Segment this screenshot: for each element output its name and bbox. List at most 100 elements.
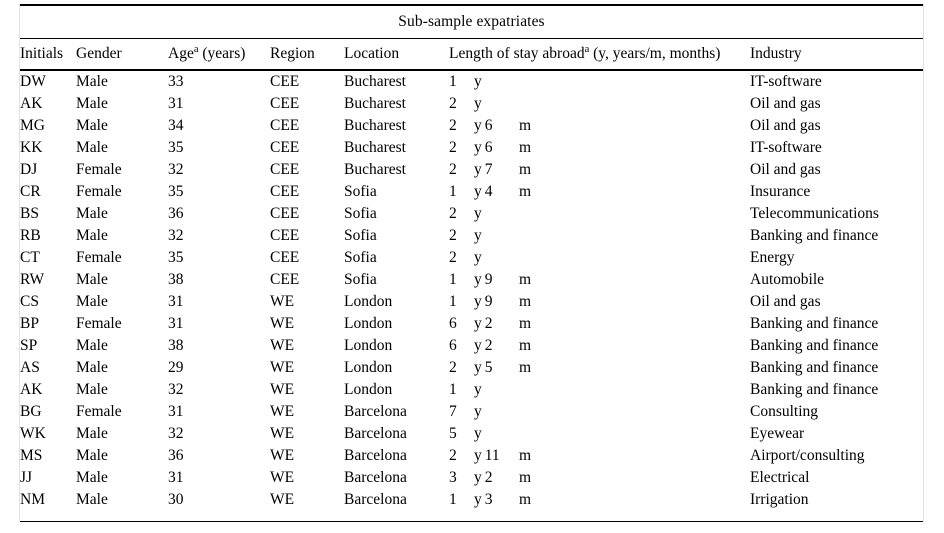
cell-stay-years: 2 <box>449 447 457 464</box>
cell-initials: NM <box>20 491 45 508</box>
cell-location: London <box>344 337 393 354</box>
stay-year-unit: y <box>474 337 482 354</box>
cell-location: Sofia <box>344 249 377 266</box>
cell-stay-years-label: y <box>474 93 519 115</box>
cell-age: 31 <box>168 469 184 486</box>
cell-industry: Oil and gas <box>750 117 821 134</box>
cell-gender: Male <box>76 73 108 90</box>
stay-year-unit: y <box>474 117 482 134</box>
cell-stay-months-label: m <box>519 139 532 156</box>
cell-gender: Male <box>76 271 108 288</box>
cell-industry: Airport/consulting <box>750 447 865 464</box>
stay-year-unit: y <box>474 161 482 178</box>
cell-age: 34 <box>168 117 184 134</box>
cell-location: Barcelona <box>344 469 407 486</box>
cell-gender: Male <box>76 117 108 134</box>
cell-gender: Male <box>76 139 108 156</box>
cell-gender: Male <box>76 491 108 508</box>
cell-stay-months-label: m <box>519 161 532 178</box>
column-header-age-label: Age <box>168 45 194 62</box>
cell-stay-years-label: y <box>474 203 519 225</box>
table-bottom-rule <box>20 521 923 522</box>
cell-gender: Female <box>76 161 122 178</box>
cell-industry: Automobile <box>750 271 825 288</box>
cell-stay-years: 1 <box>449 183 457 200</box>
table-top-rule <box>20 4 923 6</box>
cell-initials: CT <box>20 249 40 266</box>
cell-stay-years-label: y <box>474 423 519 445</box>
cell-stay-months-label: m <box>519 183 532 200</box>
stay-year-unit: y <box>474 249 482 266</box>
stay-year-unit: y <box>474 271 482 288</box>
cell-age: 31 <box>168 293 184 310</box>
cell-age: 36 <box>168 447 184 464</box>
cell-initials: BP <box>20 315 39 332</box>
header-separator-rule <box>20 69 923 71</box>
table-title: Sub-sample expatriates <box>398 13 545 30</box>
stay-months-value: 9 <box>484 293 493 310</box>
cell-gender: Male <box>76 359 108 376</box>
cell-gender: Male <box>76 205 108 222</box>
cell-location: Barcelona <box>344 403 407 420</box>
stay-months-value: 2 <box>484 315 493 332</box>
cell-location: Bucharest <box>344 161 406 178</box>
column-header-age-unit: (years) <box>202 45 246 62</box>
cell-region: WE <box>270 447 295 464</box>
expatriates-table-container: Sub-sample expatriates Initials Gender A… <box>19 4 924 522</box>
cell-location: Bucharest <box>344 117 406 134</box>
cell-location: Barcelona <box>344 425 407 442</box>
cell-stay-years: 1 <box>449 271 457 288</box>
cell-region: WE <box>270 359 295 376</box>
cell-stay-years: 7 <box>449 403 457 420</box>
cell-region: CEE <box>270 95 300 112</box>
cell-industry: IT-software <box>750 73 822 90</box>
column-header-region: Region <box>270 45 315 62</box>
cell-gender: Male <box>76 227 108 244</box>
cell-location: Bucharest <box>344 139 406 156</box>
cell-stay-years: 2 <box>449 205 457 222</box>
cell-initials: CS <box>20 293 39 310</box>
cell-age: 36 <box>168 205 184 222</box>
stay-months-value: 5 <box>484 359 493 376</box>
cell-age: 31 <box>168 403 184 420</box>
cell-initials: DW <box>20 73 46 90</box>
cell-initials: RB <box>20 227 41 244</box>
column-header-length-of-stay: Length of stay abroada (y, years/m, mont… <box>449 39 750 69</box>
cell-location: Barcelona <box>344 447 407 464</box>
cell-stay-years: 2 <box>449 117 457 134</box>
cell-gender: Female <box>76 183 122 200</box>
cell-initials: KK <box>20 139 43 156</box>
stay-year-unit: y <box>474 359 482 376</box>
stay-year-unit: y <box>474 381 482 398</box>
cell-age: 35 <box>168 249 184 266</box>
cell-region: WE <box>270 491 295 508</box>
cell-gender: Male <box>76 95 108 112</box>
cell-stay-months-label: m <box>519 337 532 354</box>
cell-industry: Telecommunications <box>750 205 879 222</box>
stay-year-unit: y <box>474 491 482 508</box>
cell-stay-years-label: y <box>474 225 519 247</box>
cell-initials: JJ <box>20 469 33 486</box>
cell-industry: Oil and gas <box>750 95 821 112</box>
cell-initials: SP <box>20 337 38 354</box>
cell-industry: Banking and finance <box>750 381 879 398</box>
cell-stay-years: 1 <box>449 381 457 398</box>
stay-year-unit: y <box>474 315 482 332</box>
cell-stay-years: 2 <box>449 227 457 244</box>
cell-stay-months-label <box>519 401 750 423</box>
cell-stay-months-label <box>519 247 750 269</box>
cell-gender: Female <box>76 403 122 420</box>
cell-gender: Female <box>76 249 122 266</box>
cell-stay-months-label <box>519 71 750 93</box>
cell-stay-months-label: m <box>519 315 532 332</box>
